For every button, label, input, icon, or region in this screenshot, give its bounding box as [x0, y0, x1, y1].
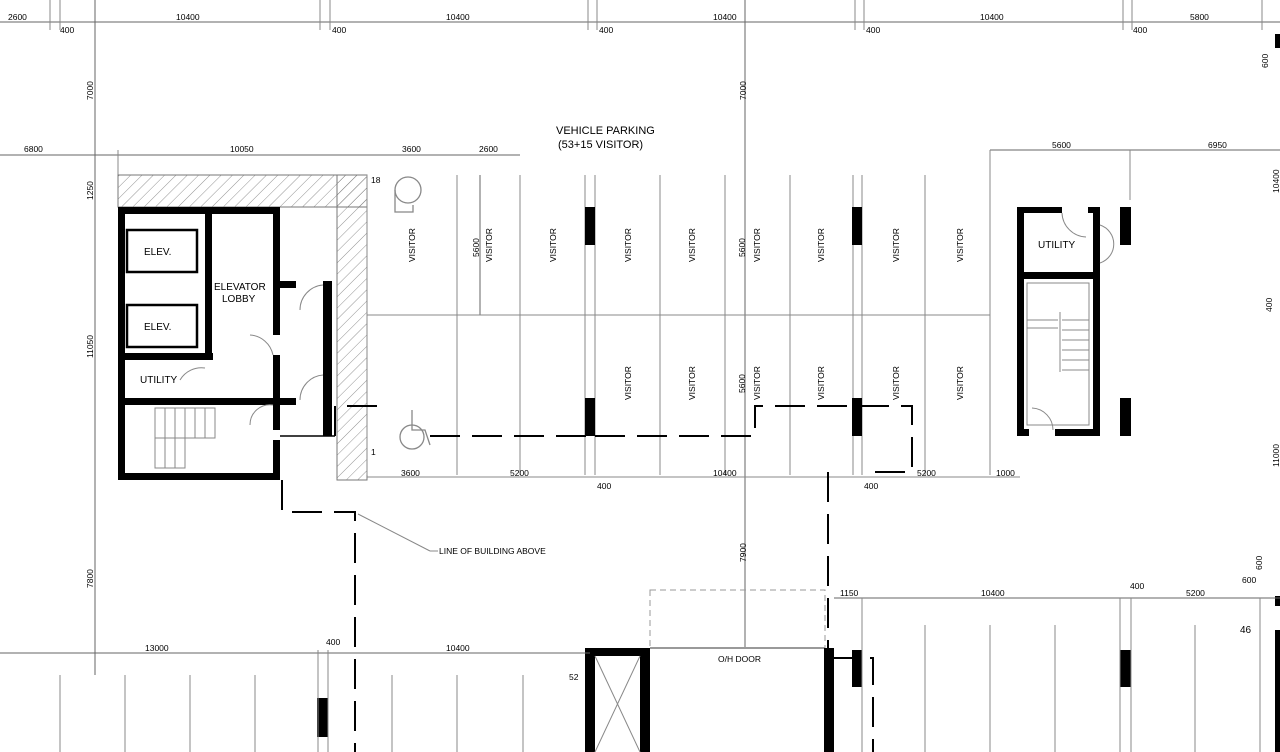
- stall-label: VISITOR: [484, 228, 494, 262]
- row2-dimension-line: 6800 10050 3600 2600 5600 6950: [0, 140, 1280, 475]
- dim-label: 400: [1264, 298, 1274, 312]
- dim-label: 10050: [230, 144, 254, 154]
- dim-label: 3600: [402, 144, 421, 154]
- stall-label: VISITOR: [752, 228, 762, 262]
- stall-number: 46: [1240, 625, 1252, 636]
- dim-label: 5200: [1186, 588, 1205, 598]
- stair: [154, 407, 216, 469]
- stall-label: VISITOR: [891, 228, 901, 262]
- dim-label: 7000: [85, 81, 95, 100]
- overhead-door-outline: [649, 589, 826, 649]
- dim-label: 400: [597, 481, 611, 491]
- stall-label: VISITOR: [687, 228, 697, 262]
- stall-label: VISITOR: [687, 366, 697, 400]
- stall-label: VISITOR: [548, 228, 558, 262]
- dim-label: 3600: [401, 468, 420, 478]
- dim-label: 5800: [1190, 12, 1209, 22]
- stall-label: VISITOR: [955, 366, 965, 400]
- stall-label: VISITOR: [623, 366, 633, 400]
- building-above-line: [281, 405, 913, 752]
- room-label: UTILITY: [1038, 240, 1076, 251]
- dim-label: 13000: [145, 643, 169, 653]
- dim-label: 1150: [840, 588, 859, 598]
- room-label: ELEVATOR: [214, 282, 266, 293]
- room-label: UTILITY: [140, 375, 178, 386]
- ramp-shaft: [585, 648, 834, 752]
- dim-label: 10400: [713, 12, 737, 22]
- dim-label: 5600: [1052, 140, 1071, 150]
- room-label: LOBBY: [222, 294, 256, 305]
- stall-label: VISITOR: [891, 366, 901, 400]
- dim-label: 10400: [981, 588, 1005, 598]
- dim-label: 7900: [738, 543, 748, 562]
- row5-dimension-line: 13000 10400 400: [0, 637, 590, 752]
- stall-label: VISITOR: [623, 228, 633, 262]
- visitor-labels: VISITOR VISITOR VISITOR VISITOR VISITOR …: [407, 228, 965, 400]
- dim-label: 400: [864, 481, 878, 491]
- stall-number: 52: [569, 672, 579, 682]
- building-above-label: LINE OF BUILDING ABOVE: [439, 546, 546, 556]
- dim-label: 400: [332, 25, 346, 35]
- wheelchair-icon: [399, 410, 431, 450]
- vertical-dimensions: 7000 7000 1250 11050 7800 7900 5600 5600…: [85, 0, 1280, 675]
- drawing-title: VEHICLE PARKING: [556, 125, 655, 137]
- stair-core-right: [1017, 207, 1115, 436]
- dim-label: 400: [60, 25, 74, 35]
- dim-label: 2600: [8, 12, 27, 22]
- dim-label: 7000: [738, 81, 748, 100]
- dim-label: 5600: [471, 238, 481, 257]
- dim-label: 400: [866, 25, 880, 35]
- oh-door-label: O/H DOOR: [718, 654, 761, 664]
- dim-label: 1250: [85, 181, 95, 200]
- dim-label: 600: [1242, 575, 1256, 585]
- dim-label: 400: [326, 637, 340, 647]
- top-dimension-line: 2600 10400 10400 10400 10400 5800 400 40…: [0, 0, 1280, 68]
- dim-label: 11050: [85, 335, 95, 358]
- stall-number: 1: [371, 447, 376, 457]
- dim-label: 10400: [176, 12, 200, 22]
- stall-label: VISITOR: [955, 228, 965, 262]
- parking-stalls: [366, 175, 1020, 478]
- stall-number: 18: [371, 175, 381, 185]
- row3-dimension-line: 3600 5200 10400 5200 1000 400 400: [401, 468, 1015, 491]
- dim-label: 5600: [737, 238, 747, 257]
- dim-label: 5600: [737, 374, 747, 393]
- dim-label: 10400: [446, 12, 470, 22]
- wheelchair-icon: [394, 176, 422, 213]
- drawing-subtitle: (53+15 VISITOR): [558, 139, 643, 151]
- stall-label: VISITOR: [752, 366, 762, 400]
- dim-label: 6950: [1208, 140, 1227, 150]
- dim-label: 6800: [24, 144, 43, 154]
- dim-label: 5200: [917, 468, 936, 478]
- dim-label: 11000: [1271, 444, 1280, 467]
- dim-label: 10400: [980, 12, 1004, 22]
- dim-label: 600: [1254, 556, 1264, 570]
- columns: [317, 207, 1280, 752]
- dim-label: 400: [1130, 581, 1144, 591]
- row4-dimension-line: 1150 10400 400 5200 600 600: [834, 556, 1280, 752]
- dim-label: 10400: [713, 468, 737, 478]
- dim-label: 400: [599, 25, 613, 35]
- dim-label: 2600: [479, 144, 498, 154]
- dim-label: 400: [1133, 25, 1147, 35]
- stall-label: VISITOR: [816, 228, 826, 262]
- room-label: ELEV.: [144, 247, 171, 258]
- dim-label: 5200: [510, 468, 529, 478]
- dim-label: 10400: [446, 643, 470, 653]
- dim-label: 7800: [85, 569, 95, 588]
- dim-label: 600: [1260, 54, 1270, 68]
- hatched-area: [336, 174, 368, 481]
- hatched-area: [117, 174, 368, 208]
- elevator-core: [118, 207, 335, 480]
- stall-label: VISITOR: [816, 366, 826, 400]
- stall-label: VISITOR: [407, 228, 417, 262]
- room-label: ELEV.: [144, 322, 171, 333]
- dim-label: 1000: [996, 468, 1015, 478]
- dim-label: 10400: [1271, 169, 1280, 193]
